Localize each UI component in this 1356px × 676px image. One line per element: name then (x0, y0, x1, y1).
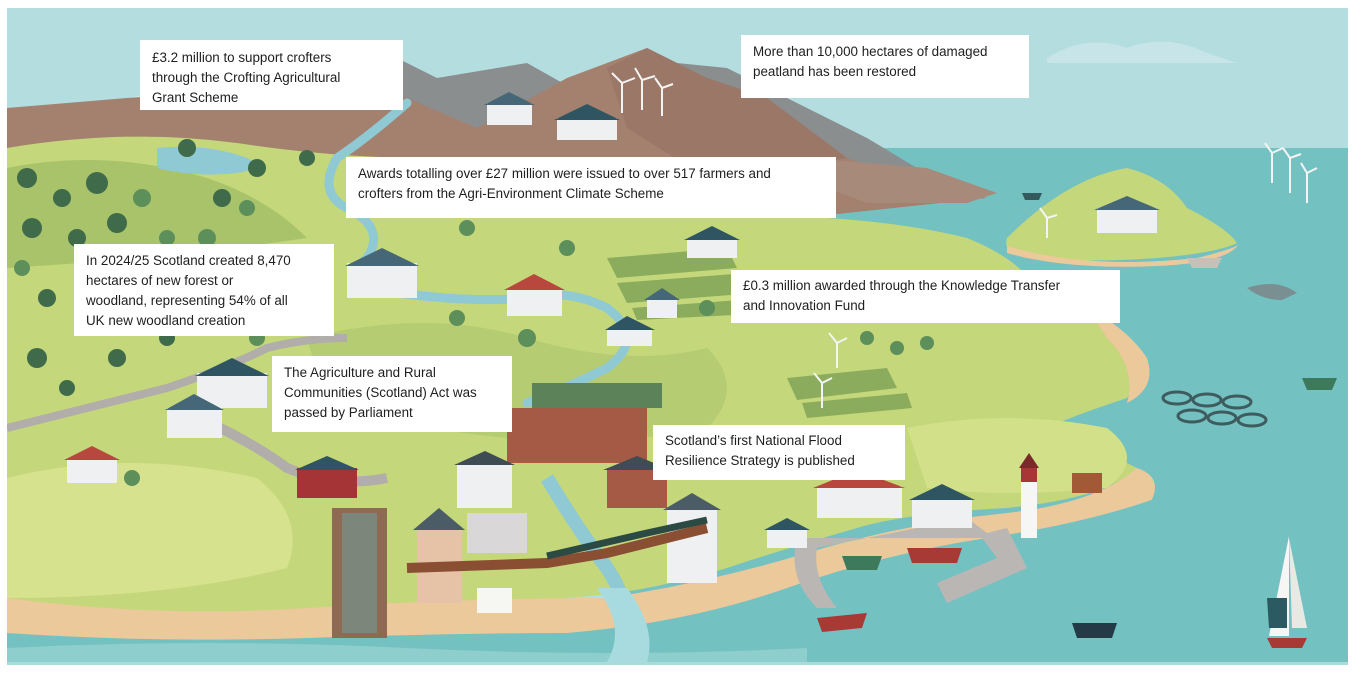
callout-peatland-restored: More than 10,000 hectares of damaged pea… (741, 35, 1029, 98)
callout-crofting-grant: £3.2 million to support crofters through… (140, 40, 403, 110)
callout-agri-environment-scheme: Awards totalling over £27 million were i… (346, 157, 836, 218)
callout-knowledge-transfer-fund: £0.3 million awarded through the Knowled… (731, 270, 1120, 323)
callout-flood-resilience-strategy: Scotland’s first National Flood Resilien… (653, 425, 905, 480)
bottom-border (7, 662, 1348, 665)
callout-new-woodland-creation: In 2024/25 Scotland created 8,470 hectar… (74, 244, 334, 336)
callout-agriculture-act: The Agriculture and Rural Communities (S… (272, 356, 512, 432)
